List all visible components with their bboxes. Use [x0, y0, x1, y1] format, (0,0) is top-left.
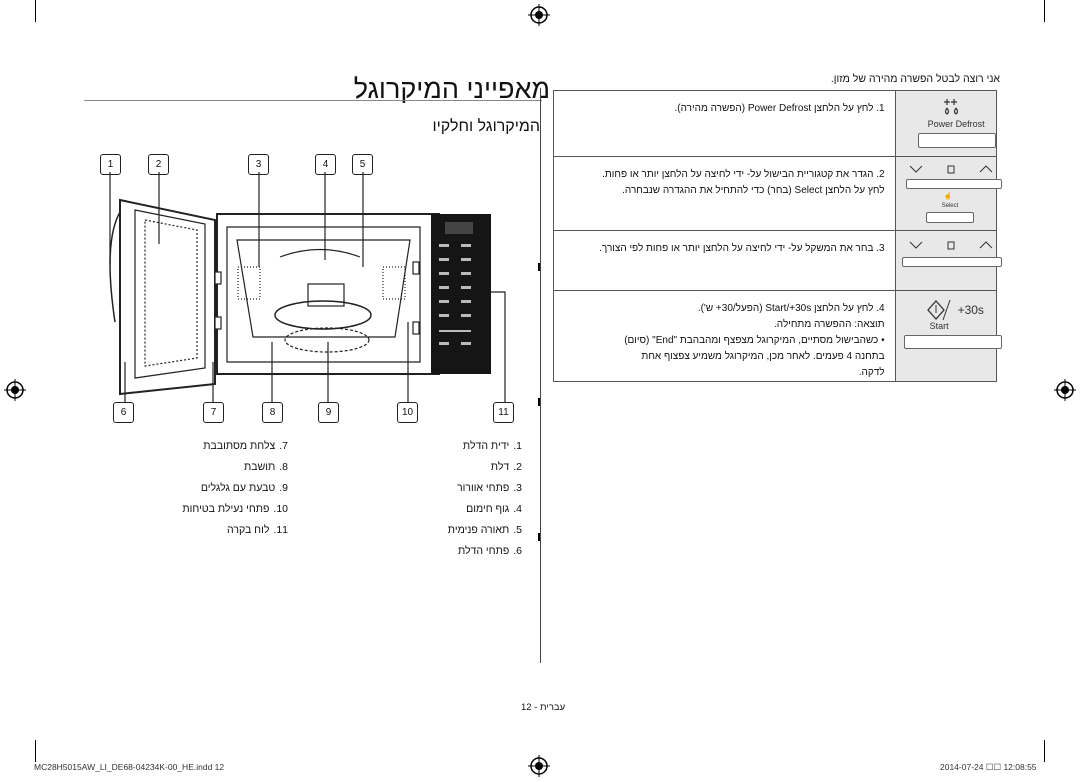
legend-item: 11.לוח בקרה: [227, 524, 288, 536]
legend-item: 5.תאורה פנימית: [447, 524, 522, 536]
defrost-icon: [943, 99, 958, 115]
step-text: 1. לחץ על הלחצן Power Defrost (הפשרה מהי…: [553, 90, 896, 157]
step-text: 4. לחץ על הלחצן Start/+30s (הפעל/30+ ש')…: [553, 290, 896, 382]
crop-mark: [35, 740, 36, 762]
crop-mark: [538, 398, 540, 406]
legend-item: 8.תושבת: [244, 461, 288, 473]
title-rule: [84, 100, 542, 101]
callout-9: 9: [318, 402, 339, 423]
section-subtitle: המיקרוגל וחלקיו: [432, 118, 540, 135]
select-button[interactable]: [925, 212, 974, 223]
footer-file-info: MC28H5015AW_LI_DE68-04234K-00_HE.indd 12: [34, 762, 225, 772]
legend-item: 9.טבעת עם גלגלים: [200, 482, 288, 494]
weight-panel: [894, 230, 1002, 291]
chevron-down-icon: [909, 165, 992, 174]
slider-bar[interactable]: [905, 179, 1002, 189]
start-button[interactable]: [903, 335, 1002, 349]
callout-2: 2: [148, 154, 169, 175]
power-defrost-button[interactable]: [917, 133, 996, 148]
power-defrost-label: Power Defrost: [927, 119, 985, 129]
callout-8: 8: [262, 402, 283, 423]
callout-11: 11: [493, 402, 514, 423]
page-title: מאפייני המיקרוגל: [353, 74, 550, 104]
select-panel: ☝ Select: [894, 156, 1002, 231]
callout-5: 5: [352, 154, 373, 175]
legend-item: 4.גוף חימום: [466, 503, 522, 515]
registration-mark-top: [528, 4, 550, 26]
legend-item: 2.דלת: [490, 461, 522, 473]
start-panel: +30s Start: [894, 290, 1002, 382]
steps-heading: אני רוצה לבטל הפשרה מהירה של מזון.: [830, 73, 1000, 85]
steps-table: 1. לחץ על הלחצן Power Defrost (הפשרה מהי…: [553, 90, 1002, 382]
weight-slider[interactable]: [901, 257, 1002, 267]
legend-item: 1.ידית הדלת: [462, 440, 522, 452]
start-icon: [926, 299, 951, 321]
crop-mark: [538, 263, 540, 271]
registration-mark-bottom: [528, 755, 550, 777]
step-text: 2. הגדר את קטגוריית הבישול על- ידי לחיצה…: [553, 156, 896, 231]
step-text: 3. בחר את המשקל על- ידי לחיצה על הלחצן י…: [553, 230, 896, 291]
crop-mark: [1044, 0, 1045, 22]
callout-6: 6: [113, 402, 134, 423]
callout-7: 7: [203, 402, 224, 423]
registration-mark-right: [1054, 379, 1076, 401]
crop-mark: [538, 533, 540, 541]
legend-item: 3.פתחי אוורור: [457, 482, 522, 494]
power-defrost-panel: Power Defrost: [894, 90, 998, 157]
legend-item: 10.פתחי נעילת בטיחות: [182, 503, 288, 515]
callout-10: 10: [397, 402, 418, 423]
chevron-up-icon: [909, 241, 992, 250]
footer-timestamp: 2014-07-24 ☐☐ 12:08:55: [940, 762, 1037, 772]
registration-mark-left: [4, 379, 26, 401]
crop-mark: [35, 0, 36, 22]
crop-mark: [1044, 740, 1045, 762]
legend-item: 7.צלחת מסתובבת: [203, 440, 288, 452]
microwave-illustration: [109, 172, 506, 402]
page-number: עברית - 12: [521, 702, 566, 713]
column-divider: [540, 88, 541, 663]
select-label: Select: [941, 203, 959, 209]
legend-item: 6.פתחי הדלת: [457, 545, 522, 557]
start-plus-label: +30s: [957, 303, 984, 317]
hand-icon: ☝: [943, 193, 953, 200]
start-label: Start: [929, 321, 949, 331]
